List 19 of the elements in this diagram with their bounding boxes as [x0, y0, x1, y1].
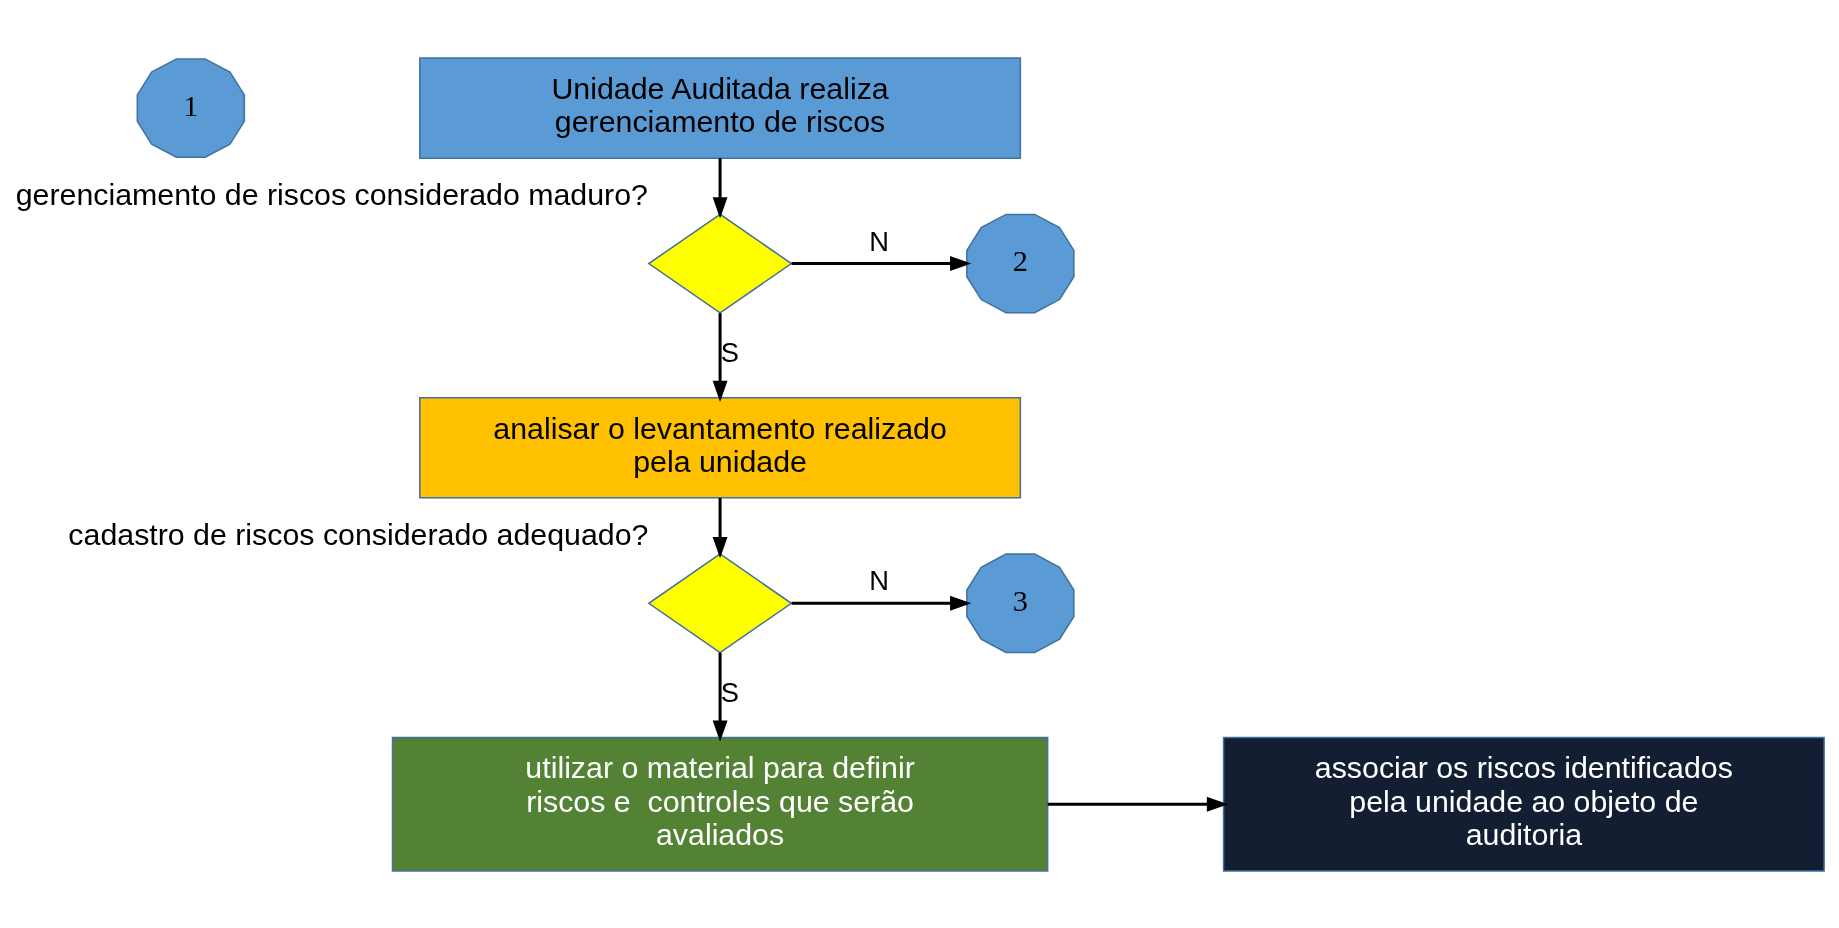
edge-label: N	[869, 564, 890, 596]
arrow	[712, 157, 728, 218]
node-box: utilizar o material para definir riscos e controles que serão avaliados	[391, 736, 1049, 872]
arrow	[1047, 796, 1229, 812]
node-label: gerenciamento de riscos considerado maduro?	[15, 177, 648, 211]
edge-label: S	[720, 676, 740, 708]
node-label: cadastro de riscos considerado adequado?	[68, 517, 649, 551]
arrow	[791, 595, 972, 611]
edge-label: S	[720, 336, 740, 368]
edge-label: N	[869, 225, 890, 257]
arrow	[712, 497, 728, 558]
arrow	[712, 312, 728, 402]
node-diamond	[647, 552, 793, 653]
node-diamond	[647, 212, 793, 314]
arrow	[712, 652, 728, 742]
node-box: Unidade Auditada realiza gerenciamento de riscos	[419, 56, 1022, 159]
node-box: associar os riscos identificados pela unidade ao objeto de auditoria	[1222, 736, 1825, 872]
arrow	[791, 255, 972, 271]
node-box: analisar o levantamento realizado pela unidade	[419, 396, 1022, 499]
